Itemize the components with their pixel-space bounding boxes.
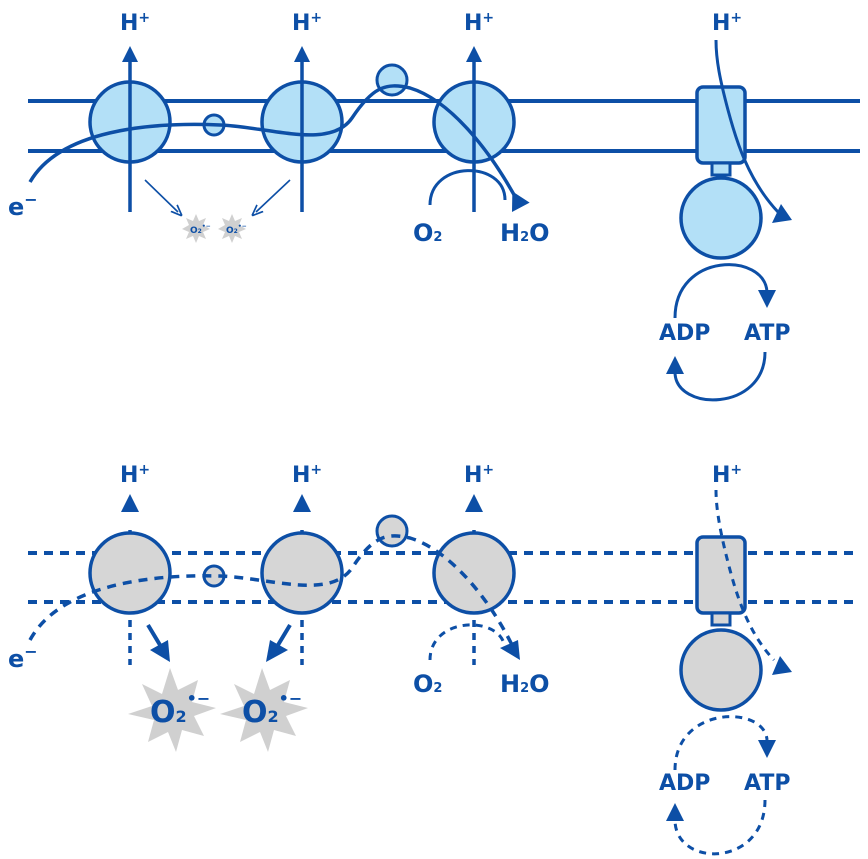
damaged-atp-label: ATP — [744, 771, 790, 796]
healthy-panel: O2•− O2•− H+ H+ H+ H+ e− O2 H2O ADP ATP — [8, 10, 860, 402]
proton-flow-arrowhead — [772, 204, 792, 223]
atp-synthase — [679, 85, 763, 260]
complex-1 — [88, 46, 172, 212]
damaged-proton-label-4: H+ — [712, 462, 742, 488]
damaged-proton-label-1: H+ — [120, 462, 150, 488]
damaged-electron-arrowhead — [500, 640, 520, 660]
small-superoxide-1-label: O — [190, 226, 198, 236]
superoxide-1-label: O — [150, 695, 176, 730]
damaged-proton-label-2: H+ — [292, 462, 322, 488]
superoxide-1: O2•− — [128, 668, 216, 752]
electron-label: e− — [8, 190, 38, 221]
atp-to-adp-arrow — [673, 351, 767, 402]
adp-label: ADP — [659, 321, 710, 346]
damaged-oxygen-label: O2 — [413, 670, 442, 698]
proton-label-3: H+ — [464, 10, 494, 36]
leak-arrow-2 — [256, 179, 291, 212]
small-superoxide-2: O2•− — [218, 214, 247, 243]
damaged-complex-4 — [432, 494, 516, 665]
damaged-electron-path — [28, 534, 514, 646]
damaged-atp-to-adp-arrow — [673, 799, 767, 856]
damaged-proton-label-3: H+ — [464, 462, 494, 488]
damaged-proton-flow-path — [714, 489, 776, 662]
damaged-panel: O2•− O2•− H+ H+ H+ H+ e− O2 H2O ADP ATP — [8, 462, 860, 856]
damaged-adp-label: ADP — [659, 771, 710, 796]
damaged-adp-to-atp-arrow — [673, 715, 769, 771]
svg-text:O2•−: O2•− — [190, 223, 211, 236]
damaged-cytochrome-c — [375, 514, 409, 548]
damaged-complex-3 — [260, 494, 344, 665]
superoxide-arrow-2 — [276, 623, 292, 647]
svg-text:O2•−: O2•− — [242, 689, 302, 730]
proton-label-2: H+ — [292, 10, 322, 36]
damaged-oxygen-reduction-arrow — [428, 623, 507, 661]
adp-to-atp-arrow — [673, 263, 769, 319]
oxygen-reduction-arrow — [428, 169, 507, 206]
svg-text:O2•−: O2•− — [150, 689, 210, 730]
damaged-proton-flow-arrowhead — [772, 656, 792, 675]
complex-3 — [260, 46, 344, 212]
proton-label-1: H+ — [120, 10, 150, 36]
small-superoxide-1: O2•− — [182, 214, 211, 243]
damaged-water-label: H2O — [500, 670, 550, 698]
damaged-atp-synthase — [679, 535, 763, 712]
superoxide-2-label: O — [242, 695, 268, 730]
superoxide-2: O2•− — [220, 668, 308, 752]
electron-arrowhead — [511, 191, 530, 212]
damaged-complex-1 — [88, 494, 172, 665]
electron-path — [28, 84, 520, 203]
damaged-electron-label: e− — [8, 642, 38, 673]
superoxide-arrow-1 — [146, 623, 162, 647]
atp-label: ATP — [744, 321, 790, 346]
complex-4 — [432, 46, 516, 212]
proton-label-4: H+ — [712, 10, 742, 36]
water-label: H2O — [500, 219, 550, 247]
leak-arrow-1 — [144, 179, 178, 212]
proton-flow-path — [714, 39, 780, 214]
svg-text:O2•−: O2•− — [226, 223, 247, 236]
cytochrome-c — [375, 63, 409, 97]
oxygen-label: O2 — [413, 219, 442, 247]
small-superoxide-2-label: O — [226, 226, 234, 236]
